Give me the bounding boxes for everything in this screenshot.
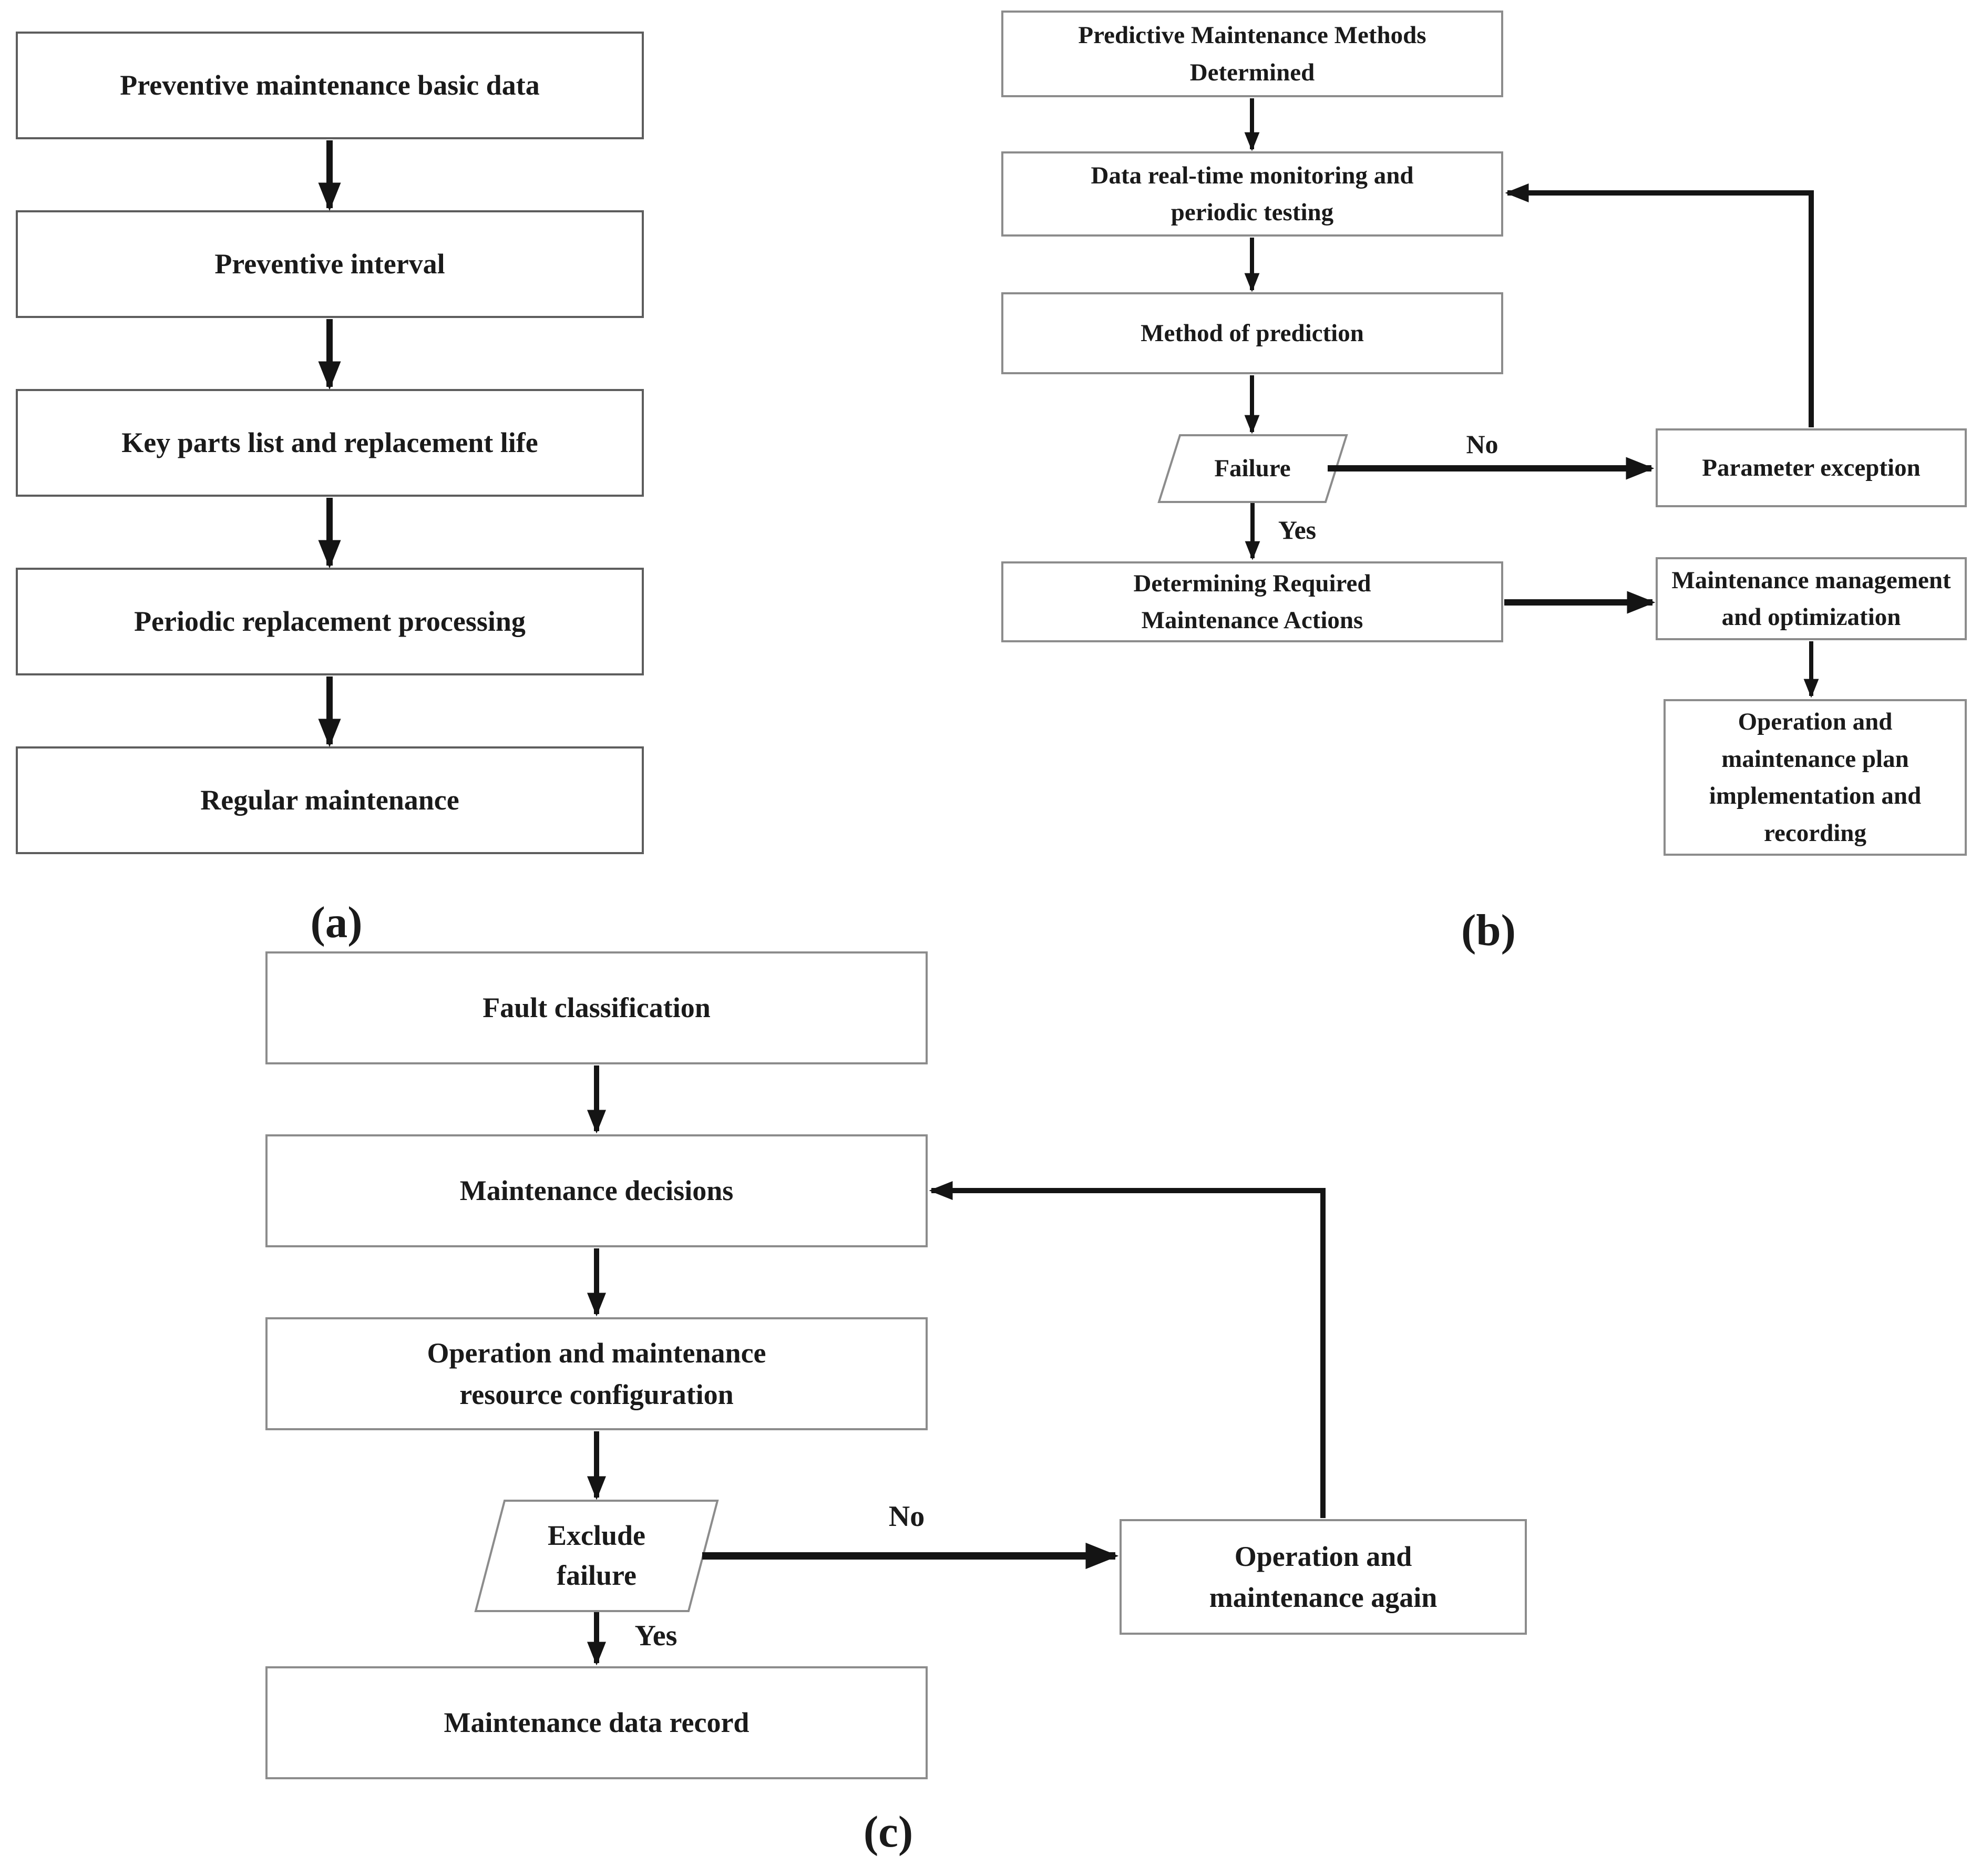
node-key-parts-list: Key parts list and replacement life bbox=[16, 389, 644, 497]
node-data-monitoring: Data real-time monitoring and periodic t… bbox=[1001, 151, 1503, 237]
node-failure-decision: Failure bbox=[1214, 454, 1291, 482]
edge-label-yes-b: Yes bbox=[1278, 515, 1317, 545]
node-maintenance-decisions: Maintenance decisions bbox=[265, 1134, 928, 1247]
panel-a-caption: (a) bbox=[310, 898, 363, 947]
node-preventive-basic-data: Preventive maintenance basic data bbox=[16, 32, 644, 139]
edge-label-yes-c: Yes bbox=[634, 1619, 677, 1652]
edge-label-no-c: No bbox=[888, 1500, 925, 1533]
panel-c-caption: (c) bbox=[863, 1807, 913, 1857]
node-predictive-methods: Predictive Maintenance Methods Determine… bbox=[1001, 11, 1503, 97]
node-periodic-replacement: Periodic replacement processing bbox=[16, 568, 644, 675]
node-exclude-failure-decision: Exclude failure bbox=[547, 1520, 646, 1591]
node-maintenance-data-record: Maintenance data record bbox=[265, 1666, 928, 1779]
node-maintenance-management: Maintenance management and optimization bbox=[1656, 557, 1967, 640]
arrow-c-om-again-feedback-to-decisions bbox=[929, 1181, 1326, 1518]
node-om-again: Operation and maintenance again bbox=[1120, 1519, 1527, 1635]
node-parameter-exception: Parameter exception bbox=[1656, 428, 1967, 507]
arrow-b-parameter-feedback-to-monitoring bbox=[1505, 183, 1814, 427]
node-resource-configuration: Operation and maintenance resource confi… bbox=[265, 1317, 928, 1430]
node-determining-actions: Determining Required Maintenance Actions bbox=[1001, 561, 1503, 642]
edge-label-no-b: No bbox=[1466, 429, 1498, 459]
node-om-plan: Operation and maintenance plan implement… bbox=[1664, 699, 1967, 856]
node-regular-maintenance: Regular maintenance bbox=[16, 746, 644, 854]
node-preventive-interval: Preventive interval bbox=[16, 210, 644, 318]
node-method-of-prediction: Method of prediction bbox=[1001, 292, 1503, 374]
node-fault-classification: Fault classification bbox=[265, 951, 928, 1064]
panel-b-caption: (b) bbox=[1461, 906, 1516, 955]
